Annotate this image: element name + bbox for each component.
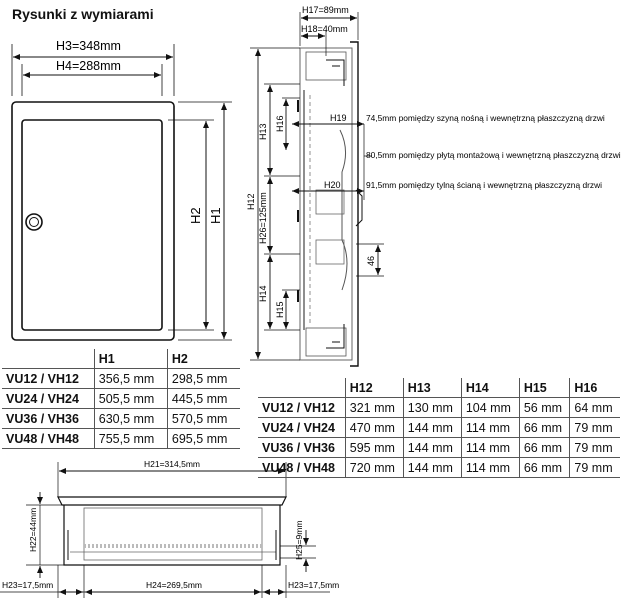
h13-label: H13 <box>258 123 268 140</box>
side-view <box>250 12 384 367</box>
note-1: 74,5mm pomiędzy szyną nośną i wewnętrzną… <box>366 113 605 123</box>
table-row: VU24 / VH24 505,5 mm 445,5 mm <box>2 388 240 409</box>
h22-label: H22=44mm <box>28 508 38 552</box>
table-row: VU48 / VH48 755,5 mm 695,5 mm <box>2 428 240 449</box>
bottom-view <box>0 462 330 598</box>
table-row: VU24 / VH24 470 mm 144 mm 114 mm 66 mm 7… <box>258 417 620 438</box>
h23-left-label: H23=17,5mm <box>2 580 53 590</box>
d46-label: 46 <box>366 256 376 266</box>
h16-label: H16 <box>275 115 285 132</box>
h1-label: H1 <box>208 207 223 224</box>
h3-label: H3=348mm <box>56 39 121 53</box>
h12-label: H12 <box>246 193 256 210</box>
h21-label: H21=314,5mm <box>144 459 200 469</box>
note-3: 91,5mm pomiędzy tylną ścianą i wewnętrzn… <box>366 180 602 190</box>
column-header-h12: H12 <box>344 378 404 398</box>
table-header-row: H1 H2 <box>2 349 240 369</box>
h18-label: H18=40mm <box>301 24 348 34</box>
cabinet-body <box>299 47 353 361</box>
enclosure-outline <box>11 101 175 341</box>
column-header-h13: H13 <box>402 378 462 398</box>
h26-label: H26=125mm <box>258 192 268 244</box>
column-header-h2: H2 <box>166 349 240 369</box>
h19-label: H19 <box>330 113 347 123</box>
door-outline <box>21 119 163 331</box>
table-header-row: H12 H13 H14 H15 H16 <box>258 378 620 398</box>
column-header-h16: H16 <box>569 378 620 398</box>
h25-label: H25=9mm <box>294 521 304 560</box>
h14-label: H14 <box>258 285 268 302</box>
table-row: VU12 / VH12 321 mm 130 mm 104 mm 56 mm 6… <box>258 397 620 418</box>
page-title: Rysunki z wymiarami <box>12 6 154 22</box>
front-view <box>11 44 232 341</box>
column-header-h1: H1 <box>93 349 168 369</box>
h4-label: H4=288mm <box>56 59 121 73</box>
table-row: VU48 / VH48 720 mm 144 mm 114 mm 66 mm 7… <box>258 457 620 478</box>
table-row: VU12 / VH12 356,5 mm 298,5 mm <box>2 368 240 389</box>
table-h1-h2: H1 H2 VU12 / VH12 356,5 mm 298,5 mm VU24… <box>2 349 240 449</box>
h2-label: H2 <box>188 207 203 224</box>
column-header-h14: H14 <box>460 378 520 398</box>
table-h12-h16: H12 H13 H14 H15 H16 VU12 / VH12 321 mm 1… <box>258 378 620 478</box>
note-2: 80,5mm pomiędzy płytą montażową i wewnęt… <box>366 150 621 160</box>
table-row: VU36 / VH36 595 mm 144 mm 114 mm 66 mm 7… <box>258 437 620 458</box>
h17-label: H17=89mm <box>302 5 349 15</box>
h20-label: H20 <box>324 180 341 190</box>
bottom-view-body <box>63 505 281 566</box>
h24-label: H24=269,5mm <box>146 580 202 590</box>
table-row: VU36 / VH36 630,5 mm 570,5 mm <box>2 408 240 429</box>
h15-label: H15 <box>275 301 285 318</box>
h23-right-label: H23=17,5mm <box>288 580 339 590</box>
column-header-h15: H15 <box>518 378 570 398</box>
door-lock-icon <box>25 213 43 231</box>
